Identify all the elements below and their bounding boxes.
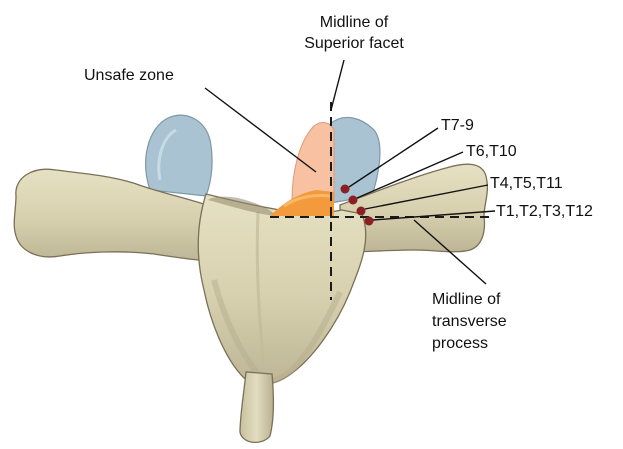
entry-point-t1-t2-t3-t12: [365, 217, 374, 226]
unsafe-zone-region: [292, 123, 334, 200]
label-superior-facet-line1: Midline of: [320, 14, 389, 31]
label-unsafe-zone: Unsafe zone: [84, 67, 174, 84]
label-t1-t2-t3-t12: T1,T2,T3,T12: [496, 203, 593, 220]
label-transverse-line1: Midline of: [432, 291, 501, 308]
label-transverse-line3: process: [432, 335, 488, 352]
leader-superior-facet: [331, 60, 344, 110]
left-superior-facet: [146, 115, 212, 196]
label-superior-facet-line2: Superior facet: [304, 35, 404, 52]
entry-point-t4-t5-t11: [357, 207, 366, 216]
label-t7-9: T7-9: [441, 117, 474, 134]
label-t4-t5-t11: T4,T5,T11: [490, 175, 563, 192]
entry-point-t6-t10: [349, 196, 358, 205]
entry-point-t7-9: [341, 185, 350, 194]
label-transverse-line2: transverse: [432, 313, 507, 330]
leader-unsafe-zone: [205, 88, 316, 172]
label-t6-t10: T6,T10: [466, 143, 517, 160]
vertebra-body: [14, 164, 487, 442]
